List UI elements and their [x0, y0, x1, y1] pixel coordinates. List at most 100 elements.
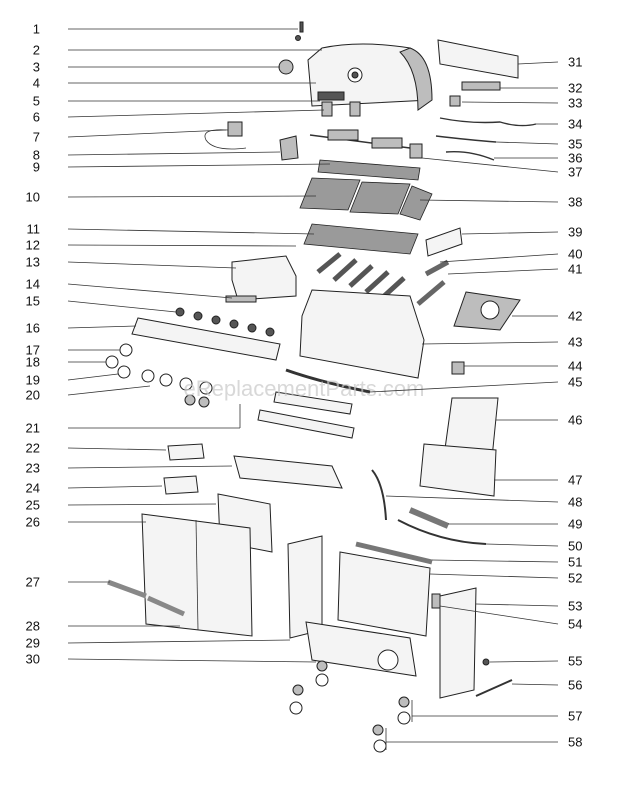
part-side-tube-b — [416, 280, 446, 306]
right-part-number-36: 36 — [568, 151, 582, 166]
part-flavorizer — [303, 223, 419, 255]
left-part-number-20: 20 — [26, 388, 40, 403]
right-part-number-39: 39 — [568, 225, 582, 240]
part-side-rail — [461, 81, 501, 91]
part-thermometer — [278, 59, 294, 75]
left-part-number-26: 26 — [26, 515, 40, 530]
right-part-number-40: 40 — [568, 247, 582, 262]
left-part-number-19: 19 — [26, 373, 40, 388]
left-part-number-14: 14 — [26, 277, 40, 292]
right-part-number-51: 51 — [568, 555, 582, 570]
right-part-number-38: 38 — [568, 195, 582, 210]
part-front-rails — [257, 391, 355, 439]
leader-lines — [67, 28, 559, 750]
left-part-number-28: 28 — [26, 619, 40, 634]
right-part-number-32: 32 — [568, 81, 582, 96]
part-lid — [307, 43, 433, 117]
left-part-number-3: 3 — [33, 60, 40, 75]
part-left-panel — [287, 535, 323, 639]
part-wire-b — [435, 135, 497, 143]
right-part-number-52: 52 — [568, 571, 582, 586]
right-part-number-48: 48 — [568, 495, 582, 510]
part-side-box — [425, 227, 463, 257]
part-side-lid — [437, 39, 519, 79]
left-part-number-25: 25 — [26, 498, 40, 513]
left-part-number-7: 7 — [33, 130, 40, 145]
part-rotisserie-motor — [204, 121, 247, 150]
left-part-number-6: 6 — [33, 110, 40, 125]
part-valves — [175, 307, 275, 337]
right-part-number-53: 53 — [568, 599, 582, 614]
part-side-tube-a — [424, 259, 450, 277]
left-part-number-9: 9 — [33, 160, 40, 175]
part-wire-a — [439, 117, 537, 127]
part-control-panel — [131, 317, 281, 361]
left-part-number-23: 23 — [26, 461, 40, 476]
left-part-number-4: 4 — [33, 76, 40, 91]
right-part-number-57: 57 — [568, 709, 582, 724]
left-part-number-29: 29 — [26, 636, 40, 651]
part-catch-pan — [163, 475, 199, 495]
part-wire-c — [445, 150, 495, 161]
part-cooking-grids — [299, 159, 433, 221]
part-heat-shield — [231, 255, 297, 301]
part-regulator-hose — [397, 519, 487, 545]
part-doors — [141, 513, 253, 637]
part-right-panel — [439, 587, 477, 699]
left-part-number-24: 24 — [26, 481, 40, 496]
left-part-number-15: 15 — [26, 294, 40, 309]
part-cookbox — [299, 289, 425, 379]
left-part-number-16: 16 — [26, 321, 40, 336]
part-grease-tray — [233, 455, 343, 489]
left-part-numbers: 1234567891011121314151617181920212223242… — [26, 22, 40, 667]
right-part-number-58: 58 — [568, 735, 582, 750]
part-hose — [371, 469, 387, 521]
left-part-number-13: 13 — [26, 255, 40, 270]
right-part-number-35: 35 — [568, 137, 582, 152]
right-part-number-49: 49 — [568, 517, 582, 532]
left-part-number-10: 10 — [26, 190, 40, 205]
right-part-number-54: 54 — [568, 617, 582, 632]
right-part-number-56: 56 — [568, 678, 582, 693]
right-part-number-43: 43 — [568, 335, 582, 350]
right-part-number-41: 41 — [568, 262, 582, 277]
part-regulator-tube — [408, 507, 450, 529]
left-part-number-17: 17 — [26, 343, 40, 358]
part-casters — [289, 660, 411, 753]
part-drip-tray-small — [167, 443, 205, 461]
parts-drawings — [105, 21, 537, 753]
right-part-number-46: 46 — [568, 413, 582, 428]
part-bracket — [279, 135, 299, 161]
left-part-number-2: 2 — [33, 43, 40, 58]
left-part-number-12: 12 — [26, 238, 40, 253]
part-panel-clip — [431, 593, 441, 609]
right-part-number-50: 50 — [568, 539, 582, 554]
right-part-number-37: 37 — [568, 165, 582, 180]
right-part-number-55: 55 — [568, 654, 582, 669]
right-part-number-31: 31 — [568, 55, 582, 70]
part-spit — [309, 129, 423, 159]
watermark: eReplacementParts.com — [184, 376, 425, 401]
left-part-number-22: 22 — [26, 441, 40, 456]
left-part-number-5: 5 — [33, 94, 40, 109]
part-screw — [295, 21, 304, 41]
left-part-number-18: 18 — [26, 355, 40, 370]
right-part-numbers: 3132333435363738394041424344454647484950… — [568, 55, 582, 750]
part-nut — [482, 658, 490, 666]
left-part-number-21: 21 — [26, 421, 40, 436]
part-rail — [225, 295, 257, 303]
part-side-table — [419, 443, 497, 497]
right-part-number-34: 34 — [568, 117, 582, 132]
part-igniter-wire — [475, 679, 513, 697]
part-handle-left — [107, 579, 147, 599]
right-part-number-33: 33 — [568, 96, 582, 111]
part-igniter — [451, 361, 465, 375]
right-part-number-45: 45 — [568, 375, 582, 390]
left-part-number-8: 8 — [33, 148, 40, 163]
part-back-panel — [337, 551, 431, 637]
right-part-number-47: 47 — [568, 473, 582, 488]
left-part-number-30: 30 — [26, 652, 40, 667]
right-part-number-42: 42 — [568, 309, 582, 324]
